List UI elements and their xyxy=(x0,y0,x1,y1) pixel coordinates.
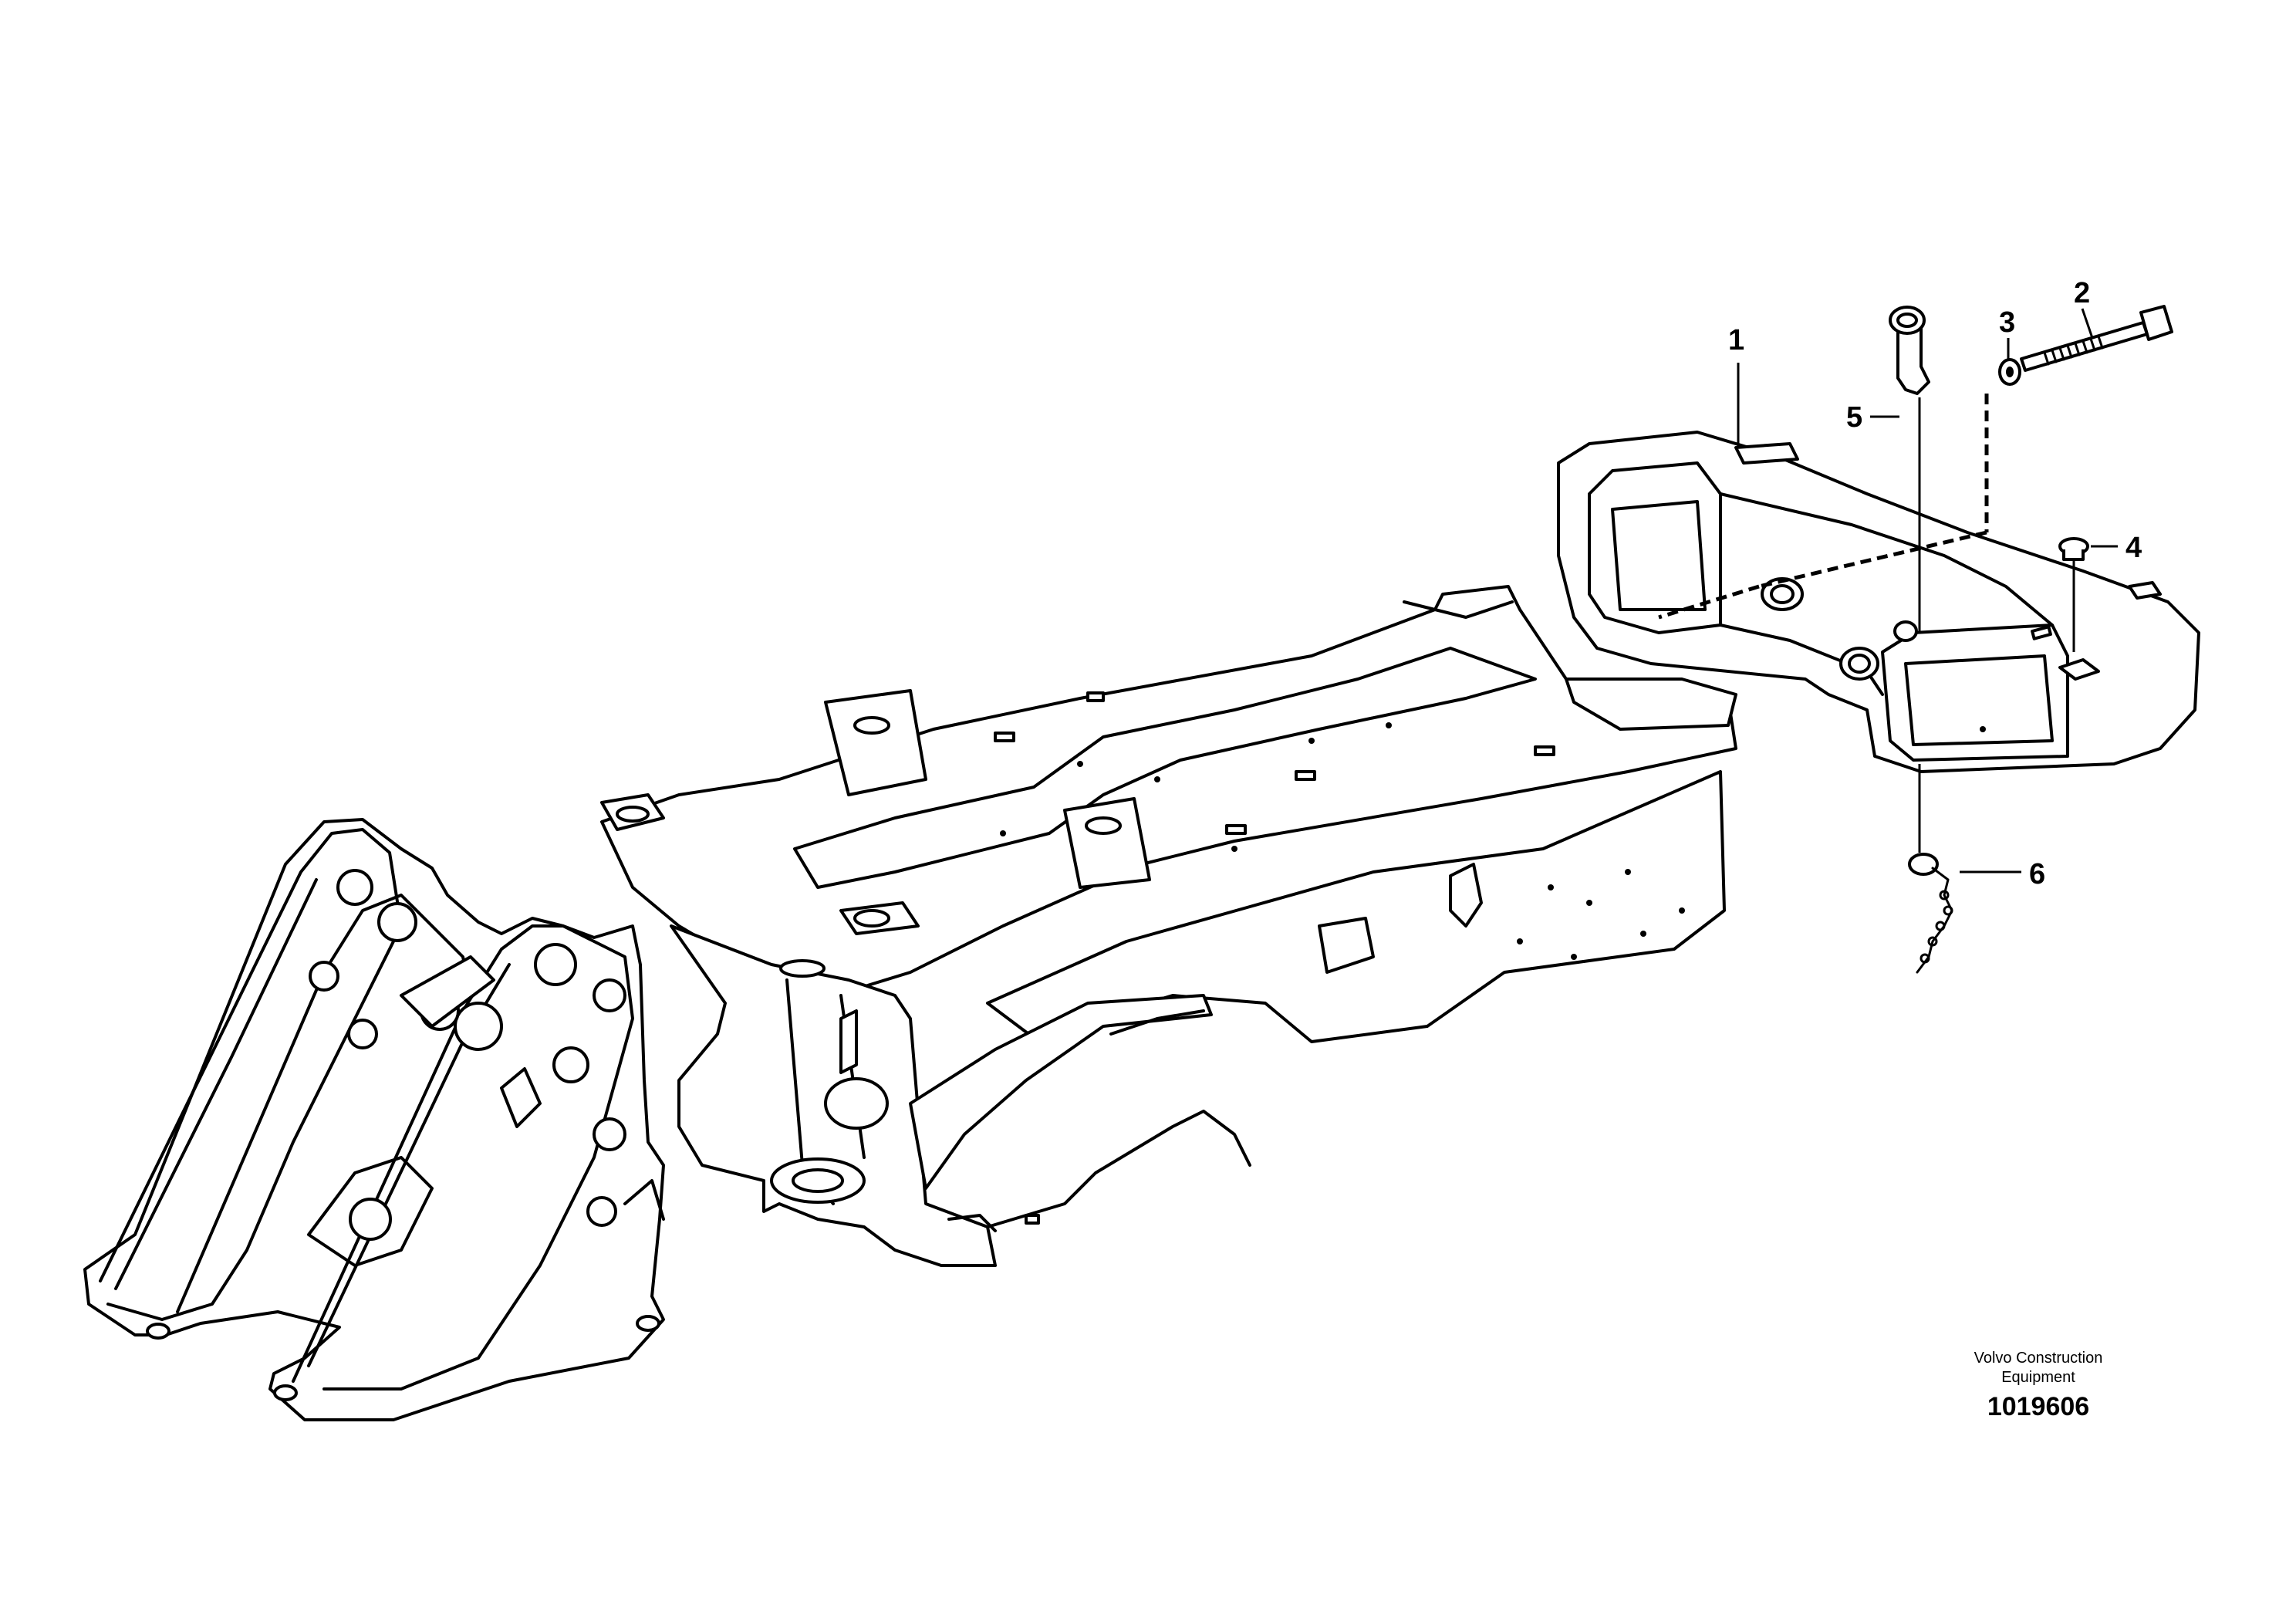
rear-frame-illustration xyxy=(600,585,1737,1267)
document-number: 1019606 xyxy=(1987,1392,2089,1421)
counterweight-illustration xyxy=(1557,431,2200,773)
washer-illustration xyxy=(1998,358,2021,386)
brand-line-1: Volvo Construction xyxy=(1974,1350,2103,1367)
bolt-illustration xyxy=(2020,305,2173,372)
lock-pin-illustration xyxy=(1889,306,1930,395)
assembly-line xyxy=(1758,530,1987,589)
assembly-line xyxy=(1658,584,1760,620)
callout-5: 5 xyxy=(1846,401,1862,434)
plug-illustration xyxy=(2058,537,2089,561)
callout-leader-2 xyxy=(2081,308,2094,339)
callout-6: 6 xyxy=(2029,858,2045,890)
callout-2: 2 xyxy=(2074,277,2090,309)
front-frame-illustration xyxy=(83,818,665,1421)
callout-3: 3 xyxy=(1999,306,2015,339)
brand-line-2: Equipment xyxy=(2001,1369,2075,1386)
callout-4: 4 xyxy=(2125,532,2142,564)
lynch-pin-illustration xyxy=(1908,853,1953,974)
callout-1: 1 xyxy=(1728,324,1744,357)
